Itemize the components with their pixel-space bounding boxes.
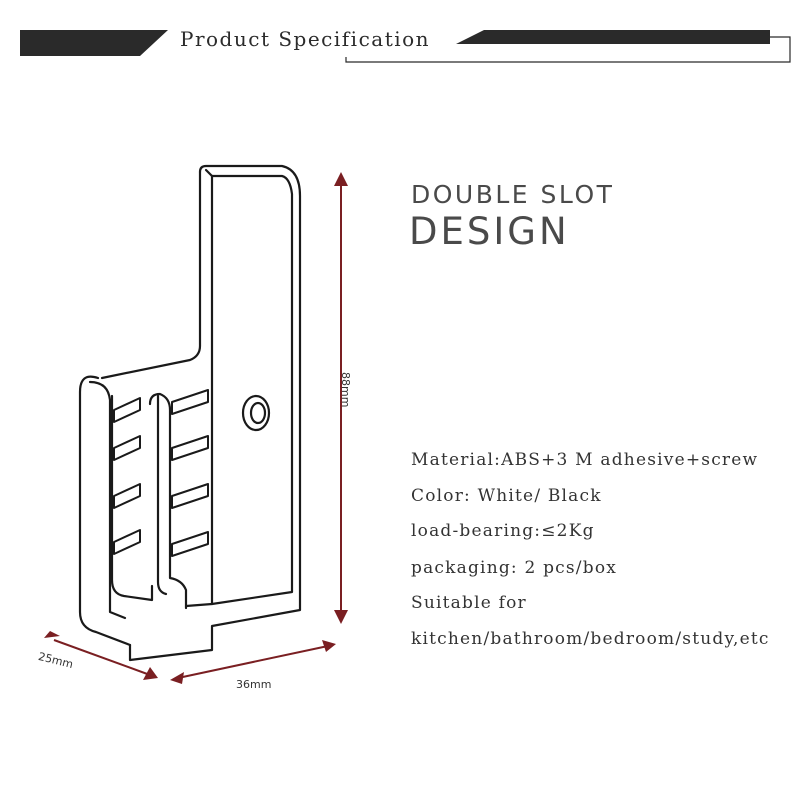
spec-packaging: packaging: 2 pcs/box — [411, 558, 618, 578]
left-slot-wall — [110, 394, 154, 602]
middle-divider — [148, 392, 188, 610]
back-plate-inner — [210, 174, 294, 606]
banner-right-bar — [456, 30, 770, 44]
spec-load-bearing: load-bearing:≤2Kg — [411, 521, 595, 541]
spec-rooms: kitchen/bathroom/bedroom/study,etc — [411, 629, 770, 649]
screw-hole — [241, 394, 271, 432]
left-slot-slats — [113, 397, 141, 555]
right-slot — [184, 602, 214, 608]
banner-title: Product Specification — [180, 27, 431, 51]
spec-suitable-for: Suitable for — [411, 593, 527, 613]
front-frame — [78, 375, 132, 647]
back-plate-outline — [128, 164, 302, 662]
heading-double-slot: DOUBLE SLOT — [411, 180, 615, 209]
banner-underline — [345, 36, 791, 63]
banner-left-bar — [20, 30, 168, 56]
front-frame-inner — [88, 380, 127, 620]
holder-illustration — [44, 164, 348, 684]
width-arrow — [177, 645, 329, 679]
spec-banner — [20, 30, 791, 63]
depth-arrow — [53, 639, 151, 676]
width-dimension-label: 36mm — [236, 678, 272, 691]
heading-design: DESIGN — [409, 210, 570, 253]
step-edge — [100, 170, 202, 380]
height-dimension-label: 88mm — [339, 372, 352, 408]
spec-material: Material:ABS+3 M adhesive+screw — [411, 450, 759, 470]
right-slot-slats — [171, 389, 209, 557]
spec-color: Color: White/ Black — [411, 486, 602, 506]
